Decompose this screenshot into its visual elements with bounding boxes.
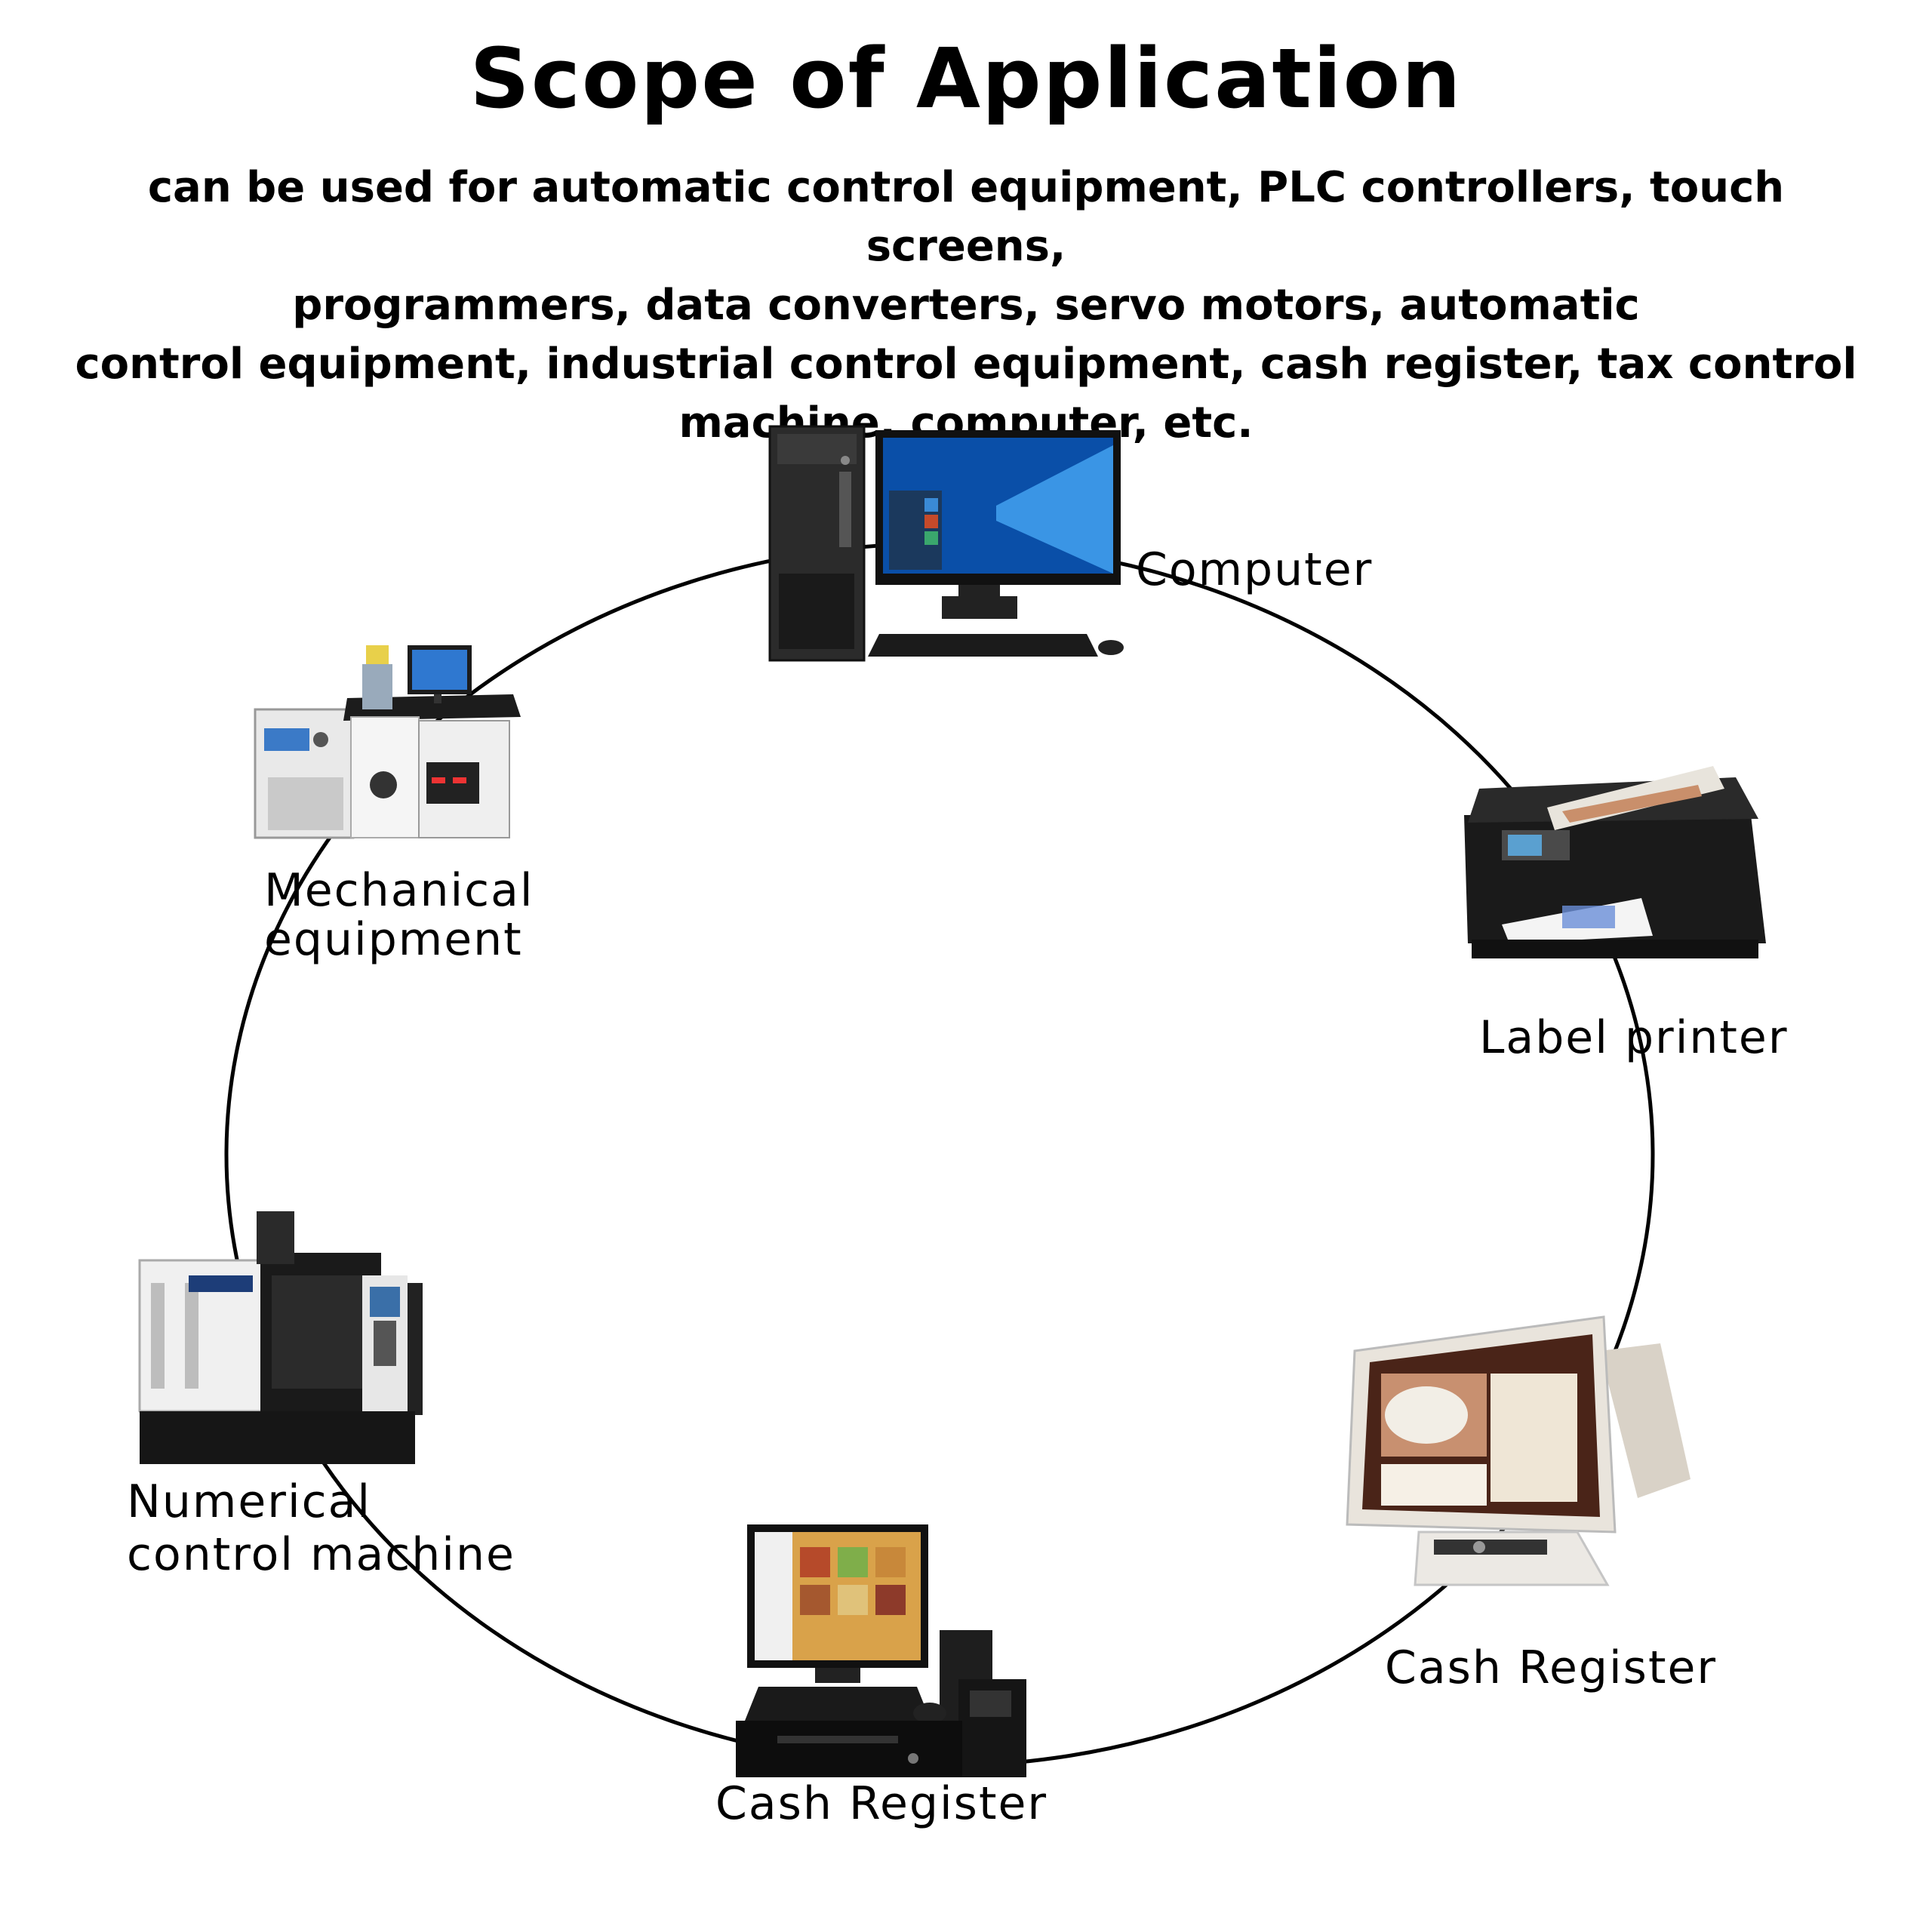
cash-register-right-label: Cash Register: [1385, 1641, 1717, 1694]
numerical-control-label-line1: Numerical: [127, 1475, 371, 1528]
description-line: programmers, data converters, servo moto…: [292, 281, 1640, 330]
cash-register-icon: [736, 1524, 1026, 1777]
description-line: control equipment, industrial control eq…: [75, 340, 1857, 389]
cnc-machine-icon: [138, 1211, 423, 1464]
computer-icon: [768, 425, 1124, 662]
laser-machine-icon: [254, 645, 521, 839]
printer-icon: [1464, 766, 1766, 958]
description: can be used for automatic control equipm…: [45, 158, 1887, 453]
cash-register-bottom-label: Cash Register: [715, 1777, 1048, 1830]
numerical-control-label-line2: control machine: [127, 1528, 515, 1581]
computer-label: Computer: [1136, 543, 1373, 596]
mechanical-label-line2: equipment: [264, 913, 523, 966]
description-line: can be used for automatic control equipm…: [147, 163, 1785, 271]
mechanical-label-line1: Mechanical: [264, 864, 534, 917]
label-printer-label: Label printer: [1479, 1011, 1789, 1064]
pos-terminal-icon: [1346, 1315, 1690, 1586]
page-title: Scope of Application: [469, 30, 1463, 127]
